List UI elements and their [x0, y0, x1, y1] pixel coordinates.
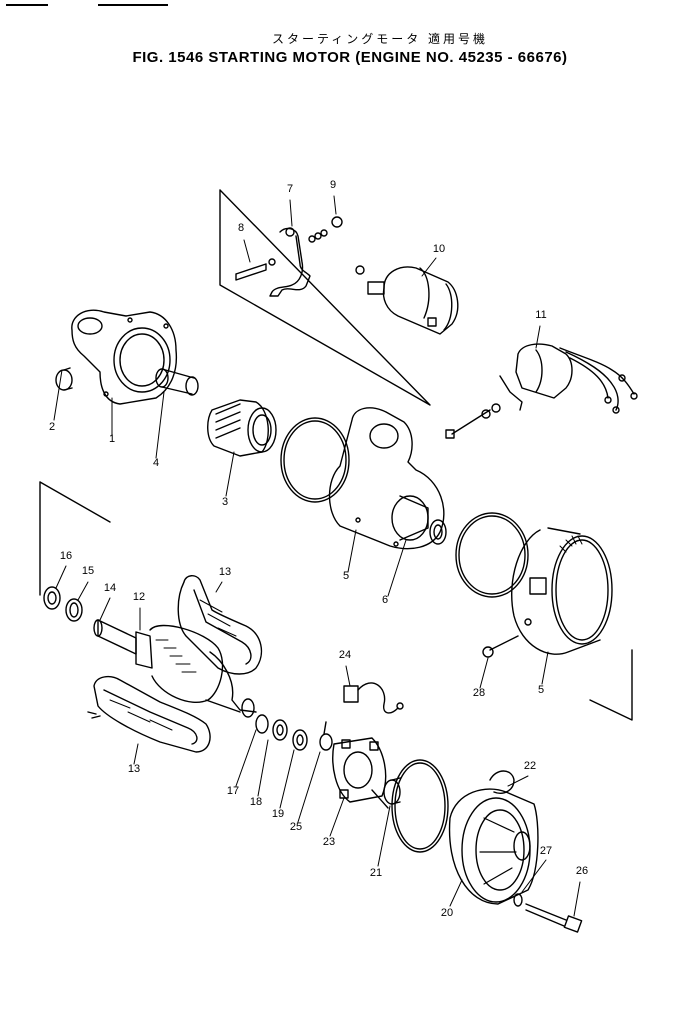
callout-7: 7 [287, 183, 293, 195]
leader-lines [53, 195, 581, 917]
brush-lead [343, 682, 404, 714]
callout-5: 5 [343, 570, 349, 582]
callout-4: 4 [153, 457, 159, 469]
magnetic-switch [355, 265, 459, 335]
shift-lever-assembly [235, 216, 343, 297]
o-ring-mid-inner [458, 515, 526, 595]
callout-9: 9 [330, 179, 336, 191]
field-coil-upper [177, 575, 263, 675]
callout-labels: 1234556789101112131314151617181920212223… [49, 179, 588, 919]
o-ring-mid [455, 512, 529, 598]
through-bolt [513, 893, 583, 933]
callout-22: 22 [524, 760, 536, 772]
callout-5: 5 [538, 684, 544, 696]
washer-19 [292, 729, 308, 751]
callout-25: 25 [290, 821, 302, 833]
safety-relay [445, 343, 638, 439]
callout-17: 17 [227, 785, 239, 797]
rear-cover [448, 770, 539, 905]
callout-21: 21 [370, 867, 382, 879]
washer-17 [255, 714, 269, 734]
title-block: スターティングモータ 適用号機 FIG. 1546 STARTING MOTOR… [0, 30, 700, 66]
callout-2: 2 [49, 421, 55, 433]
callout-19: 19 [272, 808, 284, 820]
callout-18: 18 [250, 796, 262, 808]
bushing-6 [429, 519, 447, 545]
o-ring-upper-inner [283, 420, 347, 500]
top-rule-left [6, 4, 48, 6]
callout-13: 13 [128, 763, 140, 775]
pinion-clutch [207, 399, 277, 457]
group-bracket-top [219, 189, 431, 406]
bushing-2 [55, 367, 73, 391]
callout-24: 24 [339, 649, 351, 661]
washer-18 [272, 719, 288, 741]
callout-3: 3 [222, 496, 228, 508]
callout-20: 20 [441, 907, 453, 919]
top-rule-right [98, 4, 168, 6]
field-coil-lower [87, 675, 211, 753]
screw-28 [482, 635, 519, 658]
washer-15 [65, 598, 83, 622]
callout-11: 11 [535, 309, 546, 321]
center-housing [328, 407, 445, 550]
callout-13: 13 [219, 566, 231, 578]
o-ring-lower-inner [394, 762, 446, 850]
o-ring-upper [280, 417, 350, 503]
brush-holder [332, 737, 389, 809]
callout-1: 1 [109, 433, 115, 445]
group-bracket-left [39, 481, 111, 596]
callout-23: 23 [323, 836, 335, 848]
washer-16 [43, 586, 61, 610]
callout-27: 27 [540, 845, 552, 857]
title-japanese: スターティングモータ 適用号機 [271, 32, 489, 46]
yoke [511, 527, 613, 655]
callout-14: 14 [104, 582, 116, 594]
callout-16: 16 [60, 550, 72, 562]
callout-28: 28 [473, 687, 485, 699]
callout-6: 6 [382, 594, 388, 606]
armature [93, 619, 257, 718]
callout-12: 12 [133, 591, 145, 603]
callout-8: 8 [238, 222, 244, 234]
o-ring-lower [391, 759, 449, 853]
callout-15: 15 [82, 565, 94, 577]
callout-10: 10 [433, 243, 445, 255]
group-bracket-right [589, 649, 633, 721]
figure-title: FIG. 1546 STARTING MOTOR (ENGINE NO. 452… [132, 49, 568, 66]
bushing-4 [155, 368, 199, 396]
callout-26: 26 [576, 865, 588, 877]
brush-spring [319, 721, 333, 751]
drive-housing [71, 309, 178, 405]
